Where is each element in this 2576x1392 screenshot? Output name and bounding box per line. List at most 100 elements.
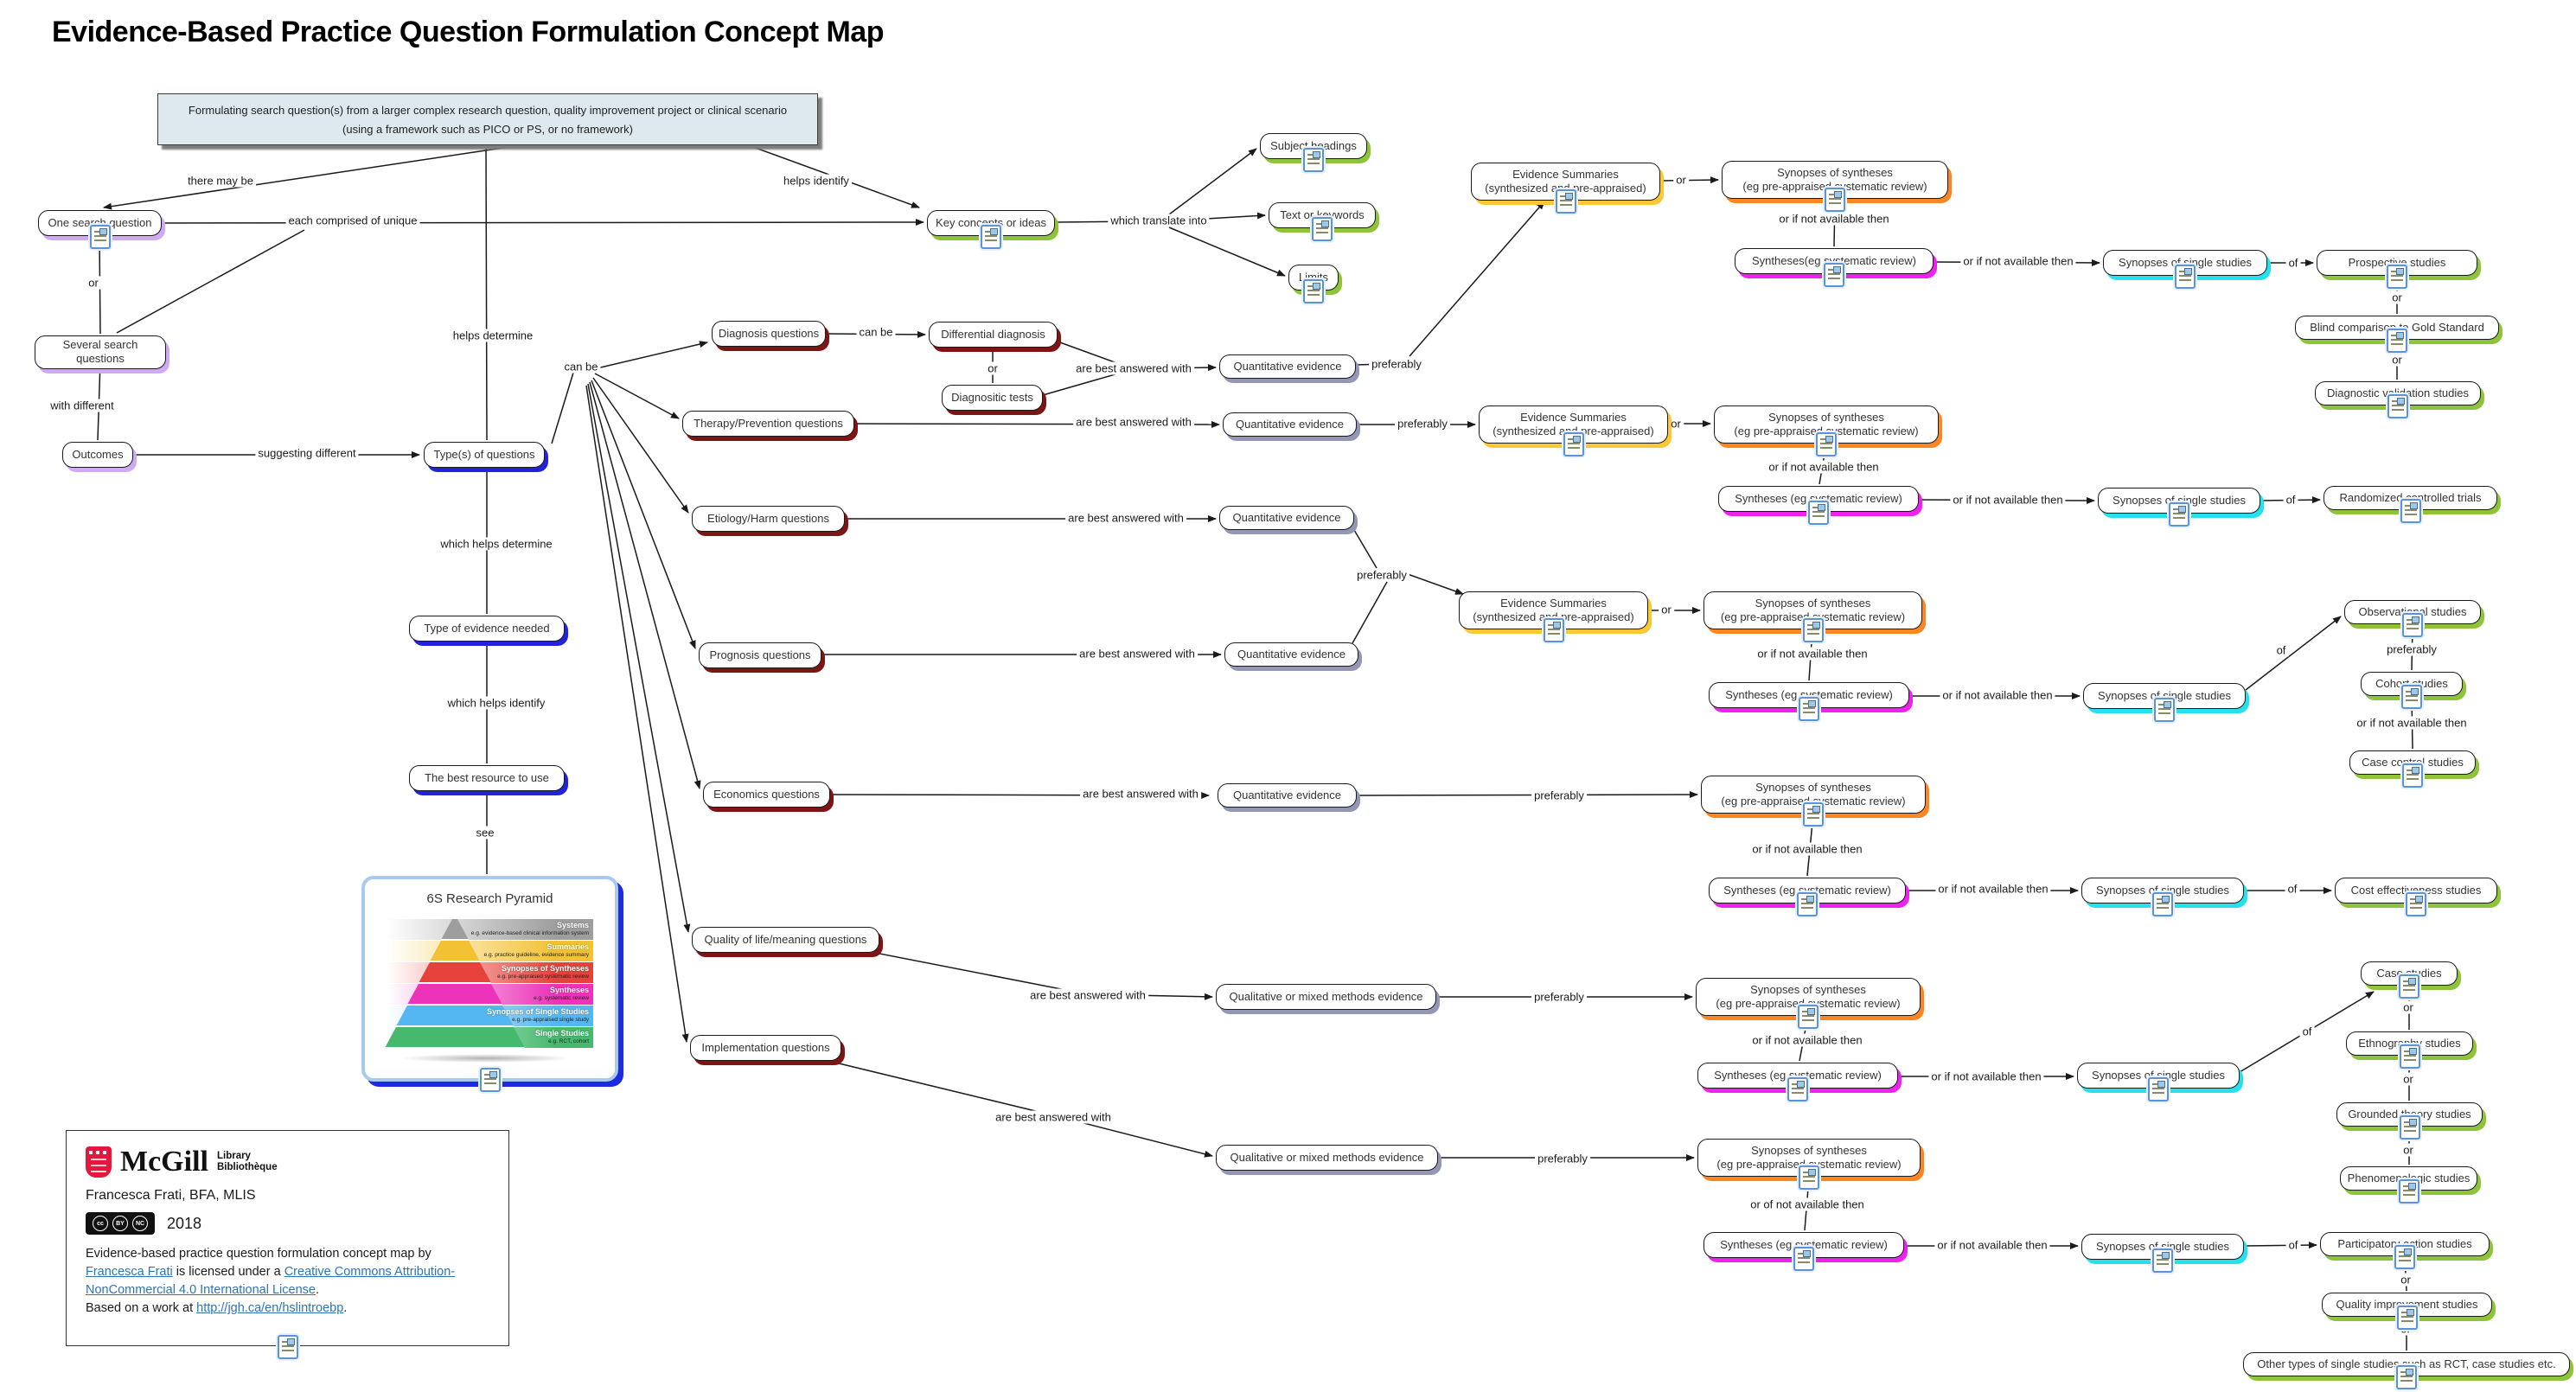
attachment-icon[interactable] [277, 1335, 298, 1359]
synopses-of-syntheses-1-node[interactable]: Synopses of syntheses (eg pre-appraised … [1722, 161, 1948, 212]
syntheses-1-node[interactable]: Syntheses(eg systematic review) [1735, 248, 1934, 287]
attachment-icon[interactable] [1555, 189, 1576, 214]
attachment-icon[interactable] [2387, 394, 2408, 418]
case-control-studies-node[interactable]: Case control studies [2349, 750, 2476, 788]
attachment-icon[interactable] [2399, 974, 2419, 999]
synopses-of-syntheses-3-node[interactable]: Synopses of syntheses (eg pre-appraised … [1703, 591, 1922, 642]
attachment-icon[interactable] [2152, 1248, 2173, 1273]
blind-comparison-gold-standard-node[interactable]: Blind comparison to Gold Standard [2295, 316, 2499, 353]
evidence-summaries-2-node[interactable]: Evidence Summaries (synthesized and pre-… [1479, 405, 1668, 457]
subject-headings-node[interactable]: Subject headings [1260, 133, 1367, 172]
quantitative-evidence-3-node[interactable]: Quantitative evidence [1219, 506, 1354, 530]
attachment-icon[interactable] [1543, 618, 1564, 642]
synopses-of-single-studies-1-node[interactable]: Synopses of single studies [2103, 250, 2267, 289]
key-concepts-or-ideas-node[interactable]: Key concepts or ideas [927, 210, 1055, 249]
attachment-icon[interactable] [2399, 1115, 2420, 1140]
attachment-icon[interactable] [2169, 502, 2189, 527]
attachment-icon[interactable] [2406, 892, 2426, 916]
attachment-icon[interactable] [1303, 148, 1324, 172]
qualitative-evidence-2-node[interactable]: Qualitative or mixed methods evidence [1216, 1145, 1438, 1171]
synopses-of-single-studies-3-node[interactable]: Synopses of single studies [2083, 683, 2246, 722]
attachment-icon[interactable] [1793, 1247, 1814, 1271]
attachment-icon[interactable] [2154, 698, 2175, 722]
synopses-of-single-studies-2-node[interactable]: Synopses of single studies [2098, 488, 2260, 527]
cost-effectiveness-studies-node[interactable]: Cost effectiveness studies [2335, 878, 2497, 916]
type-of-evidence-needed-node[interactable]: Type of evidence needed [409, 616, 565, 642]
attachment-icon[interactable] [2394, 1245, 2415, 1269]
text-or-keywords-node[interactable]: Text or keywords [1269, 202, 1376, 241]
synopses-of-single-studies-4-node[interactable]: Synopses of single studies [2081, 878, 2244, 916]
attachment-icon[interactable] [1824, 263, 1844, 287]
attachment-icon[interactable] [1563, 432, 1584, 457]
attachment-icon[interactable] [2402, 613, 2423, 637]
attachment-icon[interactable] [2175, 265, 2196, 289]
one-search-question-node[interactable]: One search question [38, 210, 162, 249]
quality-of-life-meaning-questions-node[interactable]: Quality of life/meaning questions [692, 927, 879, 953]
qualitative-evidence-1-node[interactable]: Qualitative or mixed methods evidence [1216, 984, 1436, 1010]
prognosis-questions-node[interactable]: Prognosis questions [699, 642, 821, 668]
grounded-theory-studies-node[interactable]: Grounded theory studies [2336, 1102, 2483, 1140]
attachment-icon[interactable] [2399, 1044, 2420, 1069]
diagnosis-questions-node[interactable]: Diagnosis questions [712, 321, 826, 347]
attachment-icon[interactable] [1799, 697, 1819, 721]
quantitative-evidence-5-node[interactable]: Quantitative evidence [1218, 783, 1357, 808]
evidence-summaries-3-node[interactable]: Evidence Summaries (synthesized and pre-… [1459, 591, 1648, 642]
etiology-harm-questions-node[interactable]: Etiology/Harm questions [692, 506, 845, 532]
synopses-of-syntheses-5-node[interactable]: Synopses of syntheses (eg pre-appraised … [1696, 978, 1921, 1029]
root-concept-node[interactable]: Formulating search question(s) from a la… [157, 93, 818, 145]
attachment-icon[interactable] [2396, 1365, 2417, 1389]
syntheses-3-node[interactable]: Syntheses (eg systematic review) [1709, 682, 1909, 721]
attachment-icon[interactable] [1825, 188, 1845, 212]
synopses-of-single-studies-6-node[interactable]: Synopses of single studies [2081, 1234, 2244, 1273]
diagnositic-tests-node[interactable]: Diagnositic tests [942, 385, 1043, 411]
prospective-studies-node[interactable]: Prospective studies [2317, 250, 2477, 289]
attachment-icon[interactable] [1303, 279, 1324, 303]
author-link[interactable]: Francesca Frati [86, 1265, 173, 1280]
attachment-icon[interactable] [1797, 892, 1818, 916]
economics-questions-node[interactable]: Economics questions [703, 782, 830, 808]
syntheses-2-node[interactable]: Syntheses (eg systematic review) [1718, 486, 1919, 525]
other-types-of-single-studies-node[interactable]: Other types of single studies such as RC… [2243, 1352, 2570, 1389]
attachment-icon[interactable] [981, 225, 1001, 249]
syntheses-5-node[interactable]: Syntheses (eg systematic review) [1697, 1063, 1898, 1101]
attachment-icon[interactable] [479, 1068, 501, 1092]
attachment-icon[interactable] [2396, 1306, 2418, 1330]
attachment-icon[interactable] [2400, 499, 2421, 523]
syntheses-4-node[interactable]: Syntheses (eg systematic review) [1709, 878, 1906, 916]
synopses-of-single-studies-5-node[interactable]: Synopses of single studies [2077, 1063, 2240, 1101]
several-search-questions-node[interactable]: Several search questions [35, 335, 166, 369]
ethnography-studies-node[interactable]: Ethnography studies [2346, 1031, 2473, 1069]
attachment-icon[interactable] [89, 225, 111, 249]
attachment-icon[interactable] [2148, 1077, 2169, 1101]
attachment-icon[interactable] [1787, 1077, 1808, 1101]
types-of-questions-node[interactable]: Type(s) of questions [424, 442, 545, 468]
quality-improvement-studies-node[interactable]: Quality improvement studies [2322, 1293, 2492, 1330]
attachment-icon[interactable] [1808, 501, 1829, 525]
license-link[interactable]: Creative Commons Attribution-NonCommerci… [86, 1265, 456, 1298]
quantitative-evidence-2-node[interactable]: Quantitative evidence [1223, 412, 1357, 437]
attachment-icon[interactable] [2401, 685, 2422, 709]
participatory-action-studies-node[interactable]: Participatory action studies [2320, 1232, 2490, 1269]
cohort-studies-node[interactable]: Cohort studies [2361, 672, 2463, 709]
quantitative-evidence-4-node[interactable]: Quantitative evidence [1224, 642, 1358, 667]
observational-studies-node[interactable]: Observational studies [2344, 600, 2481, 637]
limits-node[interactable]: Limits [1288, 265, 1339, 303]
best-resource-to-use-node[interactable]: The best resource to use [409, 765, 565, 791]
diagnostic-validation-studies-node[interactable]: Diagnostic validation studies [2315, 381, 2481, 418]
quantitative-evidence-1-node[interactable]: Quantitative evidence [1219, 354, 1356, 379]
attachment-icon[interactable] [2387, 265, 2407, 289]
attachment-icon[interactable] [1802, 618, 1824, 642]
therapy-prevention-questions-node[interactable]: Therapy/Prevention questions [682, 411, 854, 437]
attachment-icon[interactable] [1798, 1005, 1819, 1029]
attachment-icon[interactable] [2398, 1179, 2419, 1204]
attachment-icon[interactable] [2387, 329, 2407, 353]
synopses-of-syntheses-2-node[interactable]: Synopses of syntheses (eg pre-appraised … [1714, 405, 1939, 457]
differential-diagnosis-node[interactable]: Differential diagnosis [929, 322, 1058, 348]
case-studies-node[interactable]: Case studies [2361, 961, 2458, 999]
randomized-controlled-trials-node[interactable]: Randomized controlled trials [2324, 486, 2497, 523]
attachment-icon[interactable] [1312, 217, 1333, 241]
syntheses-6-node[interactable]: Syntheses (eg systematic review) [1703, 1232, 1904, 1271]
outcomes-node[interactable]: Outcomes [62, 442, 133, 468]
evidence-summaries-1-node[interactable]: Evidence Summaries (synthesized and pre-… [1471, 163, 1660, 214]
work-url-link[interactable]: http://jgh.ca/en/hslintroebp [196, 1301, 344, 1316]
